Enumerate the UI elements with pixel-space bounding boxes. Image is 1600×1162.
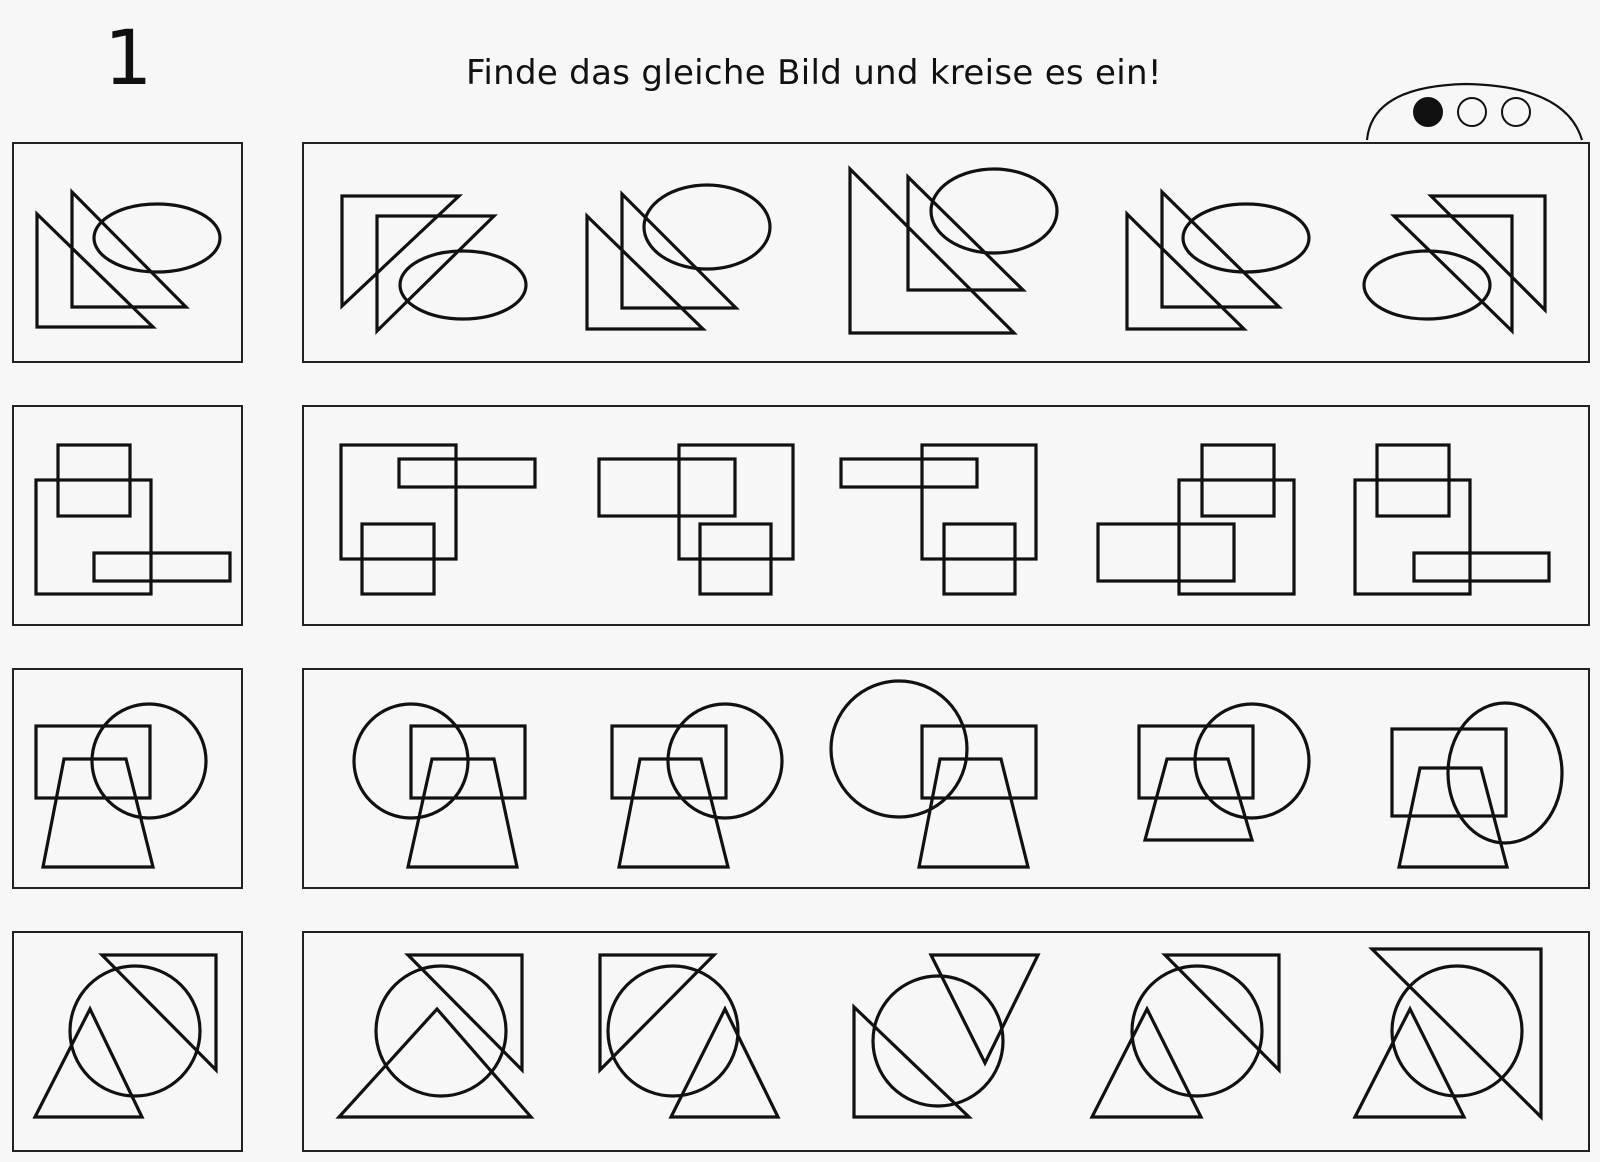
- two-triangles-and-ellipse-figure: [35, 188, 222, 329]
- option-c[interactable]: [852, 953, 1041, 1119]
- options-box-row-4: [302, 931, 1590, 1152]
- option-e[interactable]: [1352, 947, 1543, 1121]
- option-b[interactable]: [585, 183, 772, 331]
- difficulty-dot-empty-icon: [1457, 97, 1487, 127]
- options-box-row-1: [302, 142, 1590, 363]
- difficulty-dot-filled-icon: [1413, 97, 1443, 127]
- reference-box-row-1: [12, 142, 243, 363]
- option-e[interactable]: [1390, 701, 1564, 869]
- two-triangles-and-circle-figure: [32, 953, 218, 1119]
- options-box-row-2: [302, 405, 1590, 626]
- option-row-3-figures: [352, 679, 1564, 869]
- option-e[interactable]: [1362, 194, 1547, 335]
- option-b[interactable]: [597, 443, 795, 596]
- option-c[interactable]: [848, 165, 1059, 335]
- option-c[interactable]: [839, 443, 1038, 596]
- three-rectangles-figure: [34, 443, 232, 596]
- options-box-row-3: [302, 668, 1590, 889]
- instruction-text: Finde das gleiche Bild und kreise es ein…: [466, 53, 1162, 93]
- option-b[interactable]: [598, 953, 781, 1119]
- option-row-4-figures: [335, 947, 1543, 1121]
- option-c[interactable]: [829, 679, 1038, 869]
- option-a[interactable]: [335, 953, 535, 1119]
- option-d[interactable]: [1137, 702, 1311, 842]
- difficulty-dot-empty-icon: [1501, 97, 1531, 127]
- page-number: 1: [104, 13, 153, 102]
- option-a[interactable]: [340, 194, 528, 335]
- reference-box-row-2: [12, 405, 243, 626]
- option-a[interactable]: [339, 443, 537, 596]
- option-row-2-figures: [339, 443, 1551, 596]
- reference-box-row-4: [12, 931, 243, 1152]
- option-d[interactable]: [1096, 443, 1296, 596]
- option-e[interactable]: [1353, 443, 1551, 596]
- option-a[interactable]: [352, 702, 527, 869]
- option-row-1-figures: [340, 165, 1547, 335]
- reference-box-row-3: [12, 668, 243, 889]
- option-b[interactable]: [610, 702, 784, 869]
- difficulty-dome-icon: [1365, 82, 1584, 141]
- option-d[interactable]: [1125, 188, 1311, 331]
- option-d[interactable]: [1089, 953, 1281, 1119]
- rectangle-circle-trapezoid-figure: [34, 702, 208, 869]
